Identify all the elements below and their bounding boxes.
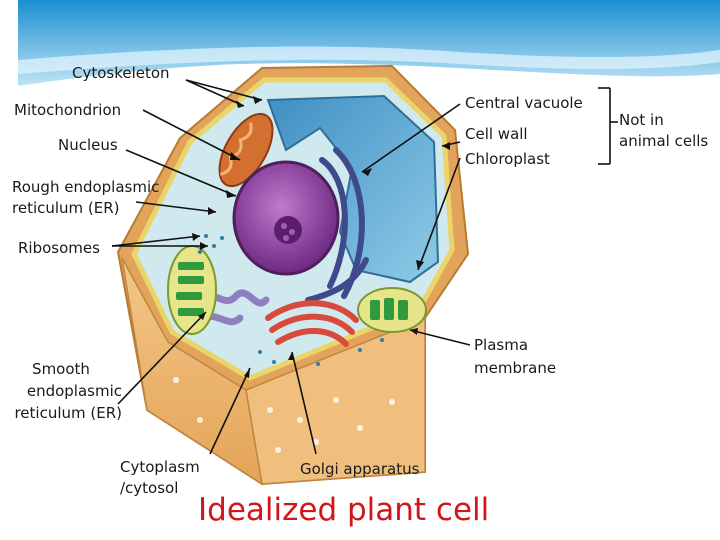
pointer-lines xyxy=(111,79,618,455)
label-rough-er-line1: Rough endoplasmic xyxy=(12,178,160,196)
not-in-line2: animal cells xyxy=(619,132,709,150)
wall-pits xyxy=(173,377,395,453)
ribosome-dots xyxy=(198,234,384,366)
not-in-line1: Not in xyxy=(619,111,664,129)
banner-highlight xyxy=(18,46,720,74)
label-cytoplasm-line2: /cytosol xyxy=(120,479,179,497)
label-cytoskeleton: Cytoskeleton xyxy=(72,64,170,82)
label-smooth-er-line1: Smooth xyxy=(32,360,90,378)
label-mitochondrion: Mitochondrion xyxy=(14,101,122,119)
slide-title: Idealized plant cell xyxy=(198,492,490,528)
label-cell-wall: Cell wall xyxy=(465,125,528,143)
label-rough-er-line2: reticulum (ER) xyxy=(12,199,120,217)
label-central-vacuole: Central vacuole xyxy=(465,94,583,112)
rough-er xyxy=(305,147,369,303)
label-plasma-membrane-line2: membrane xyxy=(474,359,557,377)
label-cytoplasm-line1: Cytoplasm xyxy=(120,458,200,476)
label-plasma-membrane-line1: Plasma xyxy=(474,336,529,354)
label-golgi: Golgi apparatus xyxy=(300,460,420,478)
label-nucleus: Nucleus xyxy=(58,136,118,154)
golgi-apparatus xyxy=(265,300,359,347)
label-smooth-er-line2: endoplasmic xyxy=(26,382,122,400)
chloroplast-left xyxy=(167,245,217,335)
not-in-animal-cells-note: Not in animal cells xyxy=(619,110,708,152)
label-chloroplast: Chloroplast xyxy=(465,150,550,168)
label-ribosomes: Ribosomes xyxy=(18,239,100,257)
nucleolus xyxy=(274,216,302,244)
label-smooth-er-line3: reticulum (ER) xyxy=(14,404,122,422)
mitochondrion xyxy=(218,112,274,188)
